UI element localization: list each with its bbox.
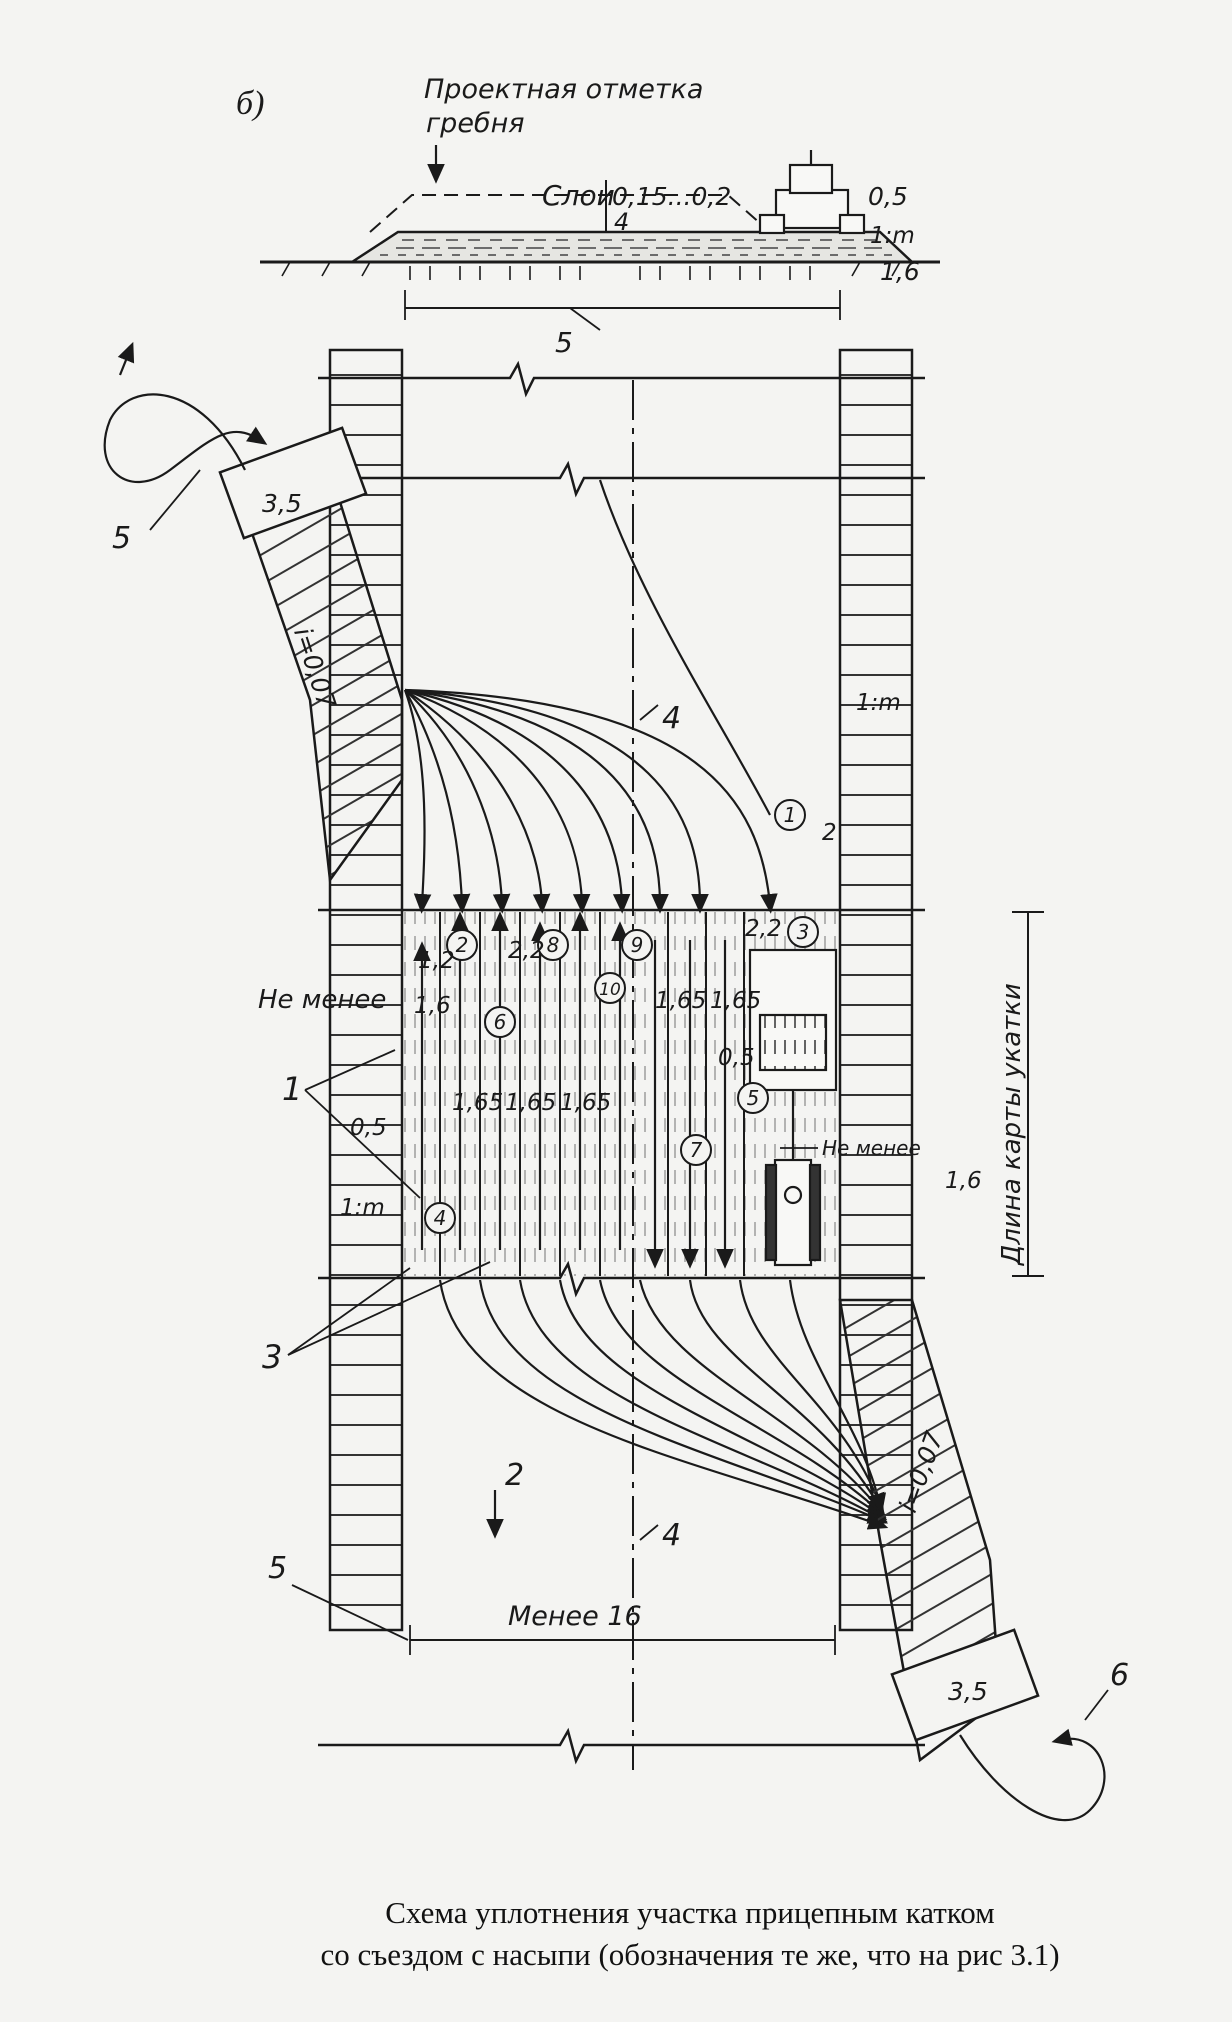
plan-view: 3,5 i=0,07 5 3,5 i=0,07 6: [103, 341, 1129, 1822]
dim-16-section: 1,6: [880, 257, 920, 286]
layer-dashes: [380, 239, 900, 256]
dim-05-section: 0,5: [868, 182, 908, 211]
roller-plan: [748, 948, 838, 1267]
dim-12: 1,2: [418, 948, 455, 974]
layer-thickness-label: 0,15...0,2: [612, 182, 731, 211]
callout-5-upper: 5: [112, 521, 131, 556]
upper-turn-paths: [403, 479, 778, 914]
embankment-section: [347, 230, 916, 264]
path-number-circles: [424, 799, 819, 1234]
not-less-right: Не менее: [822, 1136, 921, 1160]
map-length-label: Длина карты укатки: [997, 983, 1027, 1266]
slope-1m-section: 1:m: [870, 223, 915, 249]
callout-3: 3: [262, 1338, 282, 1376]
layer-label: Слои: [542, 179, 615, 212]
path-number-1: 1: [784, 803, 797, 827]
dim-16-right: 1,6: [945, 1168, 982, 1194]
path-number-9: 9: [631, 933, 644, 957]
path-number-7: 7: [690, 1138, 703, 1162]
dim-165-d: 1,65: [505, 1090, 556, 1116]
dim-165-e: 1,65: [560, 1090, 611, 1116]
panel-letter: б): [236, 85, 264, 122]
callout-4-plan-bottom: 4: [662, 1518, 681, 1553]
dim-22-right: 2,2: [745, 916, 782, 942]
caption-line-2: со съездом с насыпи (обозначения те же, …: [320, 1937, 1060, 1972]
plan-dimensions: 2 2,2 2,2 1,2 1,6 1,65 1,65 1,65 1,65 1,…: [340, 690, 982, 1221]
ground-hatch: [281, 261, 901, 280]
path-number-5: 5: [747, 1086, 760, 1110]
path-number-labels: 1 2 3 4 5 6 7 8 9 10: [434, 803, 810, 1230]
callout-2: 2: [505, 1458, 524, 1493]
cross-section: б) Проектная отметка гребня Слои 0,15...…: [236, 74, 940, 359]
callout-5-section: 5: [555, 326, 573, 359]
dim-22-left: 2,2: [508, 938, 545, 964]
dim-2-top: 2: [822, 820, 837, 846]
dim-165-b: 1,65: [710, 988, 761, 1014]
slope-1m-right: 1:m: [856, 690, 901, 716]
path-number-2: 2: [456, 933, 469, 957]
lower-ramp: 3,5 i=0,07: [838, 1298, 1040, 1763]
callout-5-plan: 5: [268, 1551, 287, 1586]
design-profile-line: [369, 194, 771, 233]
design-mark-label: Проектная отметка: [424, 74, 703, 105]
lower-turn-paths: [438, 1279, 889, 1530]
path-number-3: 3: [797, 920, 810, 944]
lower-exit-loop: [959, 1728, 1106, 1822]
pass-arrows: [413, 911, 734, 1269]
width-less-16-label: Менее 16: [508, 1601, 642, 1632]
not-less-left: Не менее: [258, 985, 386, 1015]
caption-line-1: Схема уплотнения участка прицепным катко…: [385, 1895, 995, 1930]
crest-label: гребня: [426, 108, 524, 139]
upper-exit-loop: [103, 393, 268, 483]
path-number-10: 10: [599, 980, 621, 1000]
dim-165-c: 1,65: [452, 1090, 503, 1116]
roller-section: [758, 150, 866, 235]
callout-4-plan-top: 4: [662, 701, 681, 736]
upper-ramp: 3,5 i=0,07: [218, 426, 404, 884]
ramp-width-upper: 3,5: [262, 489, 302, 518]
dim-165-a: 1,65: [655, 988, 706, 1014]
slope-1m-left: 1:m: [340, 1195, 385, 1221]
dim-16-left: 1,6: [414, 993, 451, 1019]
path-number-8: 8: [547, 933, 560, 957]
dim-05-plan: 0,5: [718, 1045, 755, 1071]
dim-05-left: 0,5: [350, 1115, 387, 1141]
callout-6-lower: 6: [1110, 1658, 1129, 1693]
callout-4-section: 4: [614, 208, 629, 236]
path-number-6: 6: [494, 1010, 507, 1034]
path-number-4: 4: [434, 1206, 447, 1230]
callout-1: 1: [282, 1070, 302, 1108]
ramp-width-lower: 3,5: [948, 1677, 988, 1706]
